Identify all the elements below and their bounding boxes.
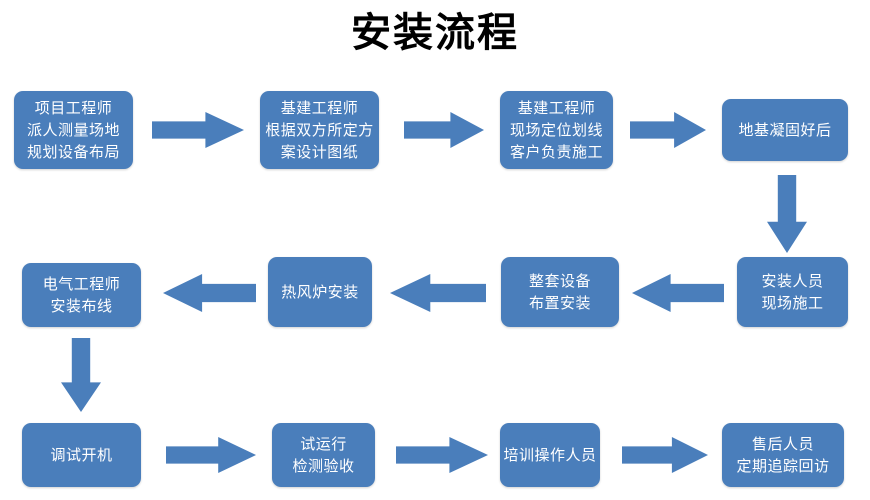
arrow-node8-to-node9-icon	[61, 338, 101, 412]
flow-node-project-engineer-survey[interactable]: 项目工程师派人测量场地规划设备布局	[14, 91, 133, 169]
flow-node-trial-run-inspection[interactable]: 试运行检测验收	[272, 423, 375, 487]
flow-node-label-line: 热风炉安装	[281, 283, 359, 301]
page-title: 安装流程	[351, 9, 519, 56]
flow-node-electrical-engineer-wiring[interactable]: 电气工程师安装布线	[22, 263, 141, 327]
flow-node-label-line: 试运行	[300, 435, 347, 453]
arrow-node7-to-node8-icon	[163, 274, 256, 312]
flow-node-label-line: 根据双方所定方	[265, 121, 374, 139]
flow-node-label-line: 案设计图纸	[280, 143, 359, 161]
flow-node-foundation-cured[interactable]: 地基凝固好后	[722, 99, 848, 161]
flow-node-label-line: 布置安装	[528, 294, 591, 312]
flow-node-label-line: 现场定位划线	[509, 121, 603, 139]
flow-node-label-line: 电气工程师	[42, 275, 121, 293]
arrow-node9-to-node10-icon	[166, 437, 256, 473]
flow-node-label-line: 整套设备	[528, 272, 591, 290]
arrow-node6-to-node7-icon	[390, 274, 486, 312]
flow-node-label-line: 售后人员	[751, 435, 814, 453]
flow-node-equipment-layout-installation[interactable]: 整套设备布置安装	[501, 257, 619, 327]
flow-node-label-line: 安装人员	[761, 272, 824, 290]
flow-node-label-line: 调试开机	[50, 446, 113, 464]
flow-node-label-line: 派人测量场地	[26, 121, 120, 139]
flow-node-label-line: 项目工程师	[34, 99, 113, 117]
arrow-node1-to-node2-icon	[152, 112, 244, 148]
flow-node-label-line: 安装布线	[50, 297, 113, 315]
flow-node-label-line: 培训操作人员	[503, 446, 597, 464]
flow-node-train-operators[interactable]: 培训操作人员	[500, 423, 600, 487]
flow-node-after-sales-followup[interactable]: 售后人员定期追踪回访	[722, 423, 844, 487]
flow-node-label-line: 规划设备布局	[26, 143, 120, 161]
flow-node-debug-power-on[interactable]: 调试开机	[22, 423, 141, 487]
arrow-node2-to-node3-icon	[404, 112, 484, 148]
flow-node-infrastructure-engineer-drawing[interactable]: 基建工程师根据双方所定方案设计图纸	[260, 91, 379, 169]
flow-node-hot-blast-stove-installation[interactable]: 热风炉安装	[268, 257, 372, 327]
flow-node-infrastructure-engineer-marking[interactable]: 基建工程师现场定位划线客户负责施工	[500, 91, 613, 169]
flow-node-label-line: 基建工程师	[517, 99, 596, 117]
flow-node-label-line: 检测验收	[292, 457, 355, 475]
arrow-node11-to-node12-icon	[622, 437, 708, 473]
flow-node-label-line: 地基凝固好后	[738, 121, 832, 139]
arrow-node5-to-node6-icon	[632, 274, 724, 312]
flow-node-label-line: 定期追踪回访	[736, 457, 830, 475]
flow-node-label-line: 基建工程师	[280, 99, 359, 117]
arrow-node3-to-node4-icon	[630, 112, 706, 148]
arrow-node10-to-node11-icon	[396, 437, 488, 473]
flow-node-label-line: 客户负责施工	[509, 143, 603, 161]
flow-node-installers-onsite-construction[interactable]: 安装人员现场施工	[737, 257, 848, 327]
flow-node-label-line: 现场施工	[761, 294, 824, 312]
arrow-node4-to-node5-icon	[767, 175, 807, 253]
